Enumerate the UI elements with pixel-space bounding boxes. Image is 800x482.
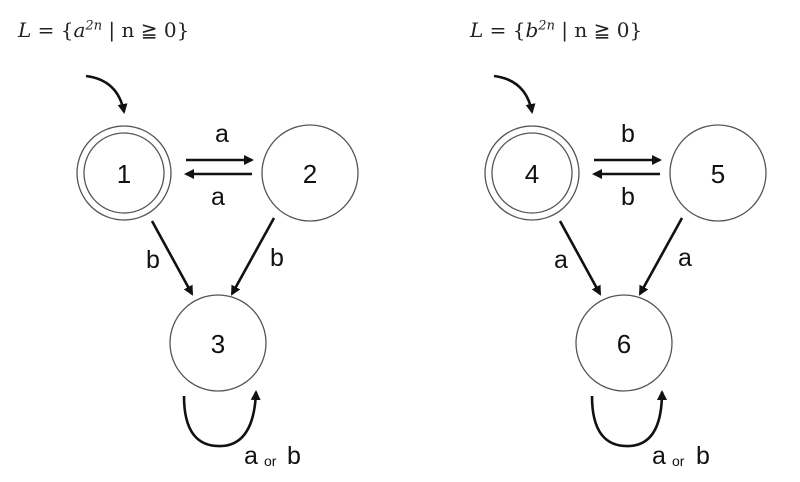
edge-4-to-5-label: b <box>621 120 635 148</box>
self-loop-3-symbol-b: b <box>287 442 301 470</box>
self-loop-3-symbol-a: a <box>244 442 258 470</box>
self-loop-state-3 <box>182 390 261 448</box>
formula-exponent: 2n <box>538 18 555 34</box>
formula-lhs: L <box>18 18 32 42</box>
edge-2-to-3-label: b <box>270 244 284 272</box>
self-loop-3-or: or <box>264 453 277 469</box>
state-3 <box>169 294 267 392</box>
state-4 <box>491 132 573 214</box>
edge-5-to-4-label: b <box>621 183 635 211</box>
automaton-left: 1 2 3 a a b b a or b <box>76 74 359 470</box>
language-formula-right: L = {b2n | n ≧ 0} <box>470 18 642 42</box>
formula-eq: = { <box>31 18 74 42</box>
state-1 <box>83 132 165 214</box>
edge-2-to-3 <box>230 217 276 296</box>
state-1-label: 1 <box>117 159 131 189</box>
edge-2-to-1-label: a <box>211 183 225 211</box>
self-loop-state-6 <box>590 390 667 448</box>
self-loop-6-symbol-b: b <box>696 442 710 470</box>
edge-5-to-6 <box>638 217 684 296</box>
state-2-label: 2 <box>303 159 317 189</box>
formula-condition: | n ≧ 0} <box>102 18 190 42</box>
state-5-label: 5 <box>711 159 725 189</box>
formula-eq: = { <box>483 18 526 42</box>
automaton-right: 4 5 6 b b a a a or b <box>484 74 767 470</box>
self-loop-6-symbol-a: a <box>652 442 666 470</box>
formula-base: a <box>73 18 86 42</box>
language-formula-left: L = {a2n | n ≧ 0} <box>18 18 189 42</box>
state-5 <box>669 124 767 222</box>
formula-condition: | n ≧ 0} <box>554 18 643 42</box>
edge-4-to-6-label: a <box>554 246 568 274</box>
start-arrow-state-4 <box>493 74 536 114</box>
edge-1-to-2-label: a <box>215 120 229 148</box>
formula-lhs: L <box>470 18 484 42</box>
edge-5-to-6-label: a <box>678 244 692 272</box>
state-6 <box>575 294 673 392</box>
formula-base: b <box>525 18 539 42</box>
state-2 <box>261 124 359 222</box>
state-3-label: 3 <box>211 329 225 359</box>
edge-1-to-3-label: b <box>146 246 160 274</box>
state-4-label: 4 <box>525 159 539 189</box>
edge-1-to-3 <box>150 220 194 296</box>
self-loop-6-or: or <box>672 453 685 469</box>
edge-4-to-6 <box>558 220 602 296</box>
start-arrow-state-1 <box>85 74 128 114</box>
state-6-label: 6 <box>617 329 631 359</box>
formula-exponent: 2n <box>85 18 103 34</box>
